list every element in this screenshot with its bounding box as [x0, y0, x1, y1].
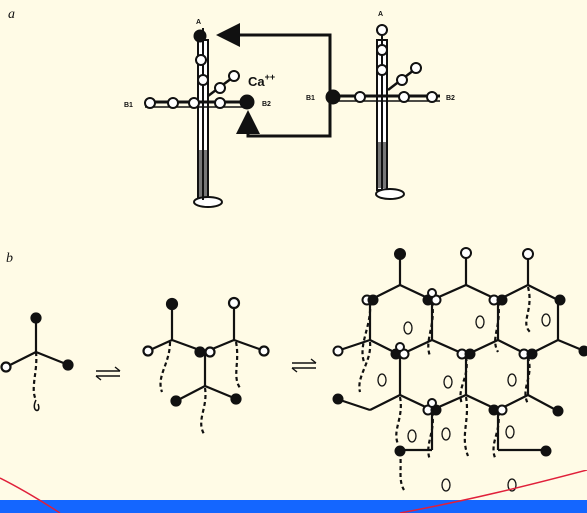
- left-molecule: [144, 28, 255, 208]
- left-molecule-label-left: B1: [124, 102, 133, 109]
- polymer-network: [339, 256, 583, 491]
- monomer: [0, 312, 74, 412]
- accent-curves: [0, 470, 587, 513]
- right-molecule-label-left: B1: [306, 95, 315, 102]
- left-molecule-label-top: A: [196, 19, 201, 26]
- panel-b-letter: b: [6, 251, 13, 266]
- right-molecule-label-top: A: [378, 11, 383, 18]
- figure-paper: a: [0, 0, 587, 500]
- right-molecule: [325, 24, 440, 200]
- figure-svg: a: [0, 7, 587, 492]
- left-molecule-label-right: B2: [262, 101, 271, 108]
- dimer: [142, 296, 270, 435]
- equilibrium-arrows-1: [95, 366, 121, 381]
- bottom-bar: [0, 500, 587, 513]
- equilibrium-arrows-2: [291, 358, 317, 373]
- binding-arrows: [216, 23, 332, 138]
- right-molecule-label-right: B2: [446, 95, 455, 102]
- polymer-network-beads: [332, 247, 587, 457]
- calcium-ion-label: Ca++: [248, 72, 275, 89]
- panel-a-letter: a: [8, 7, 15, 22]
- polymer-network-loops: [377, 313, 551, 492]
